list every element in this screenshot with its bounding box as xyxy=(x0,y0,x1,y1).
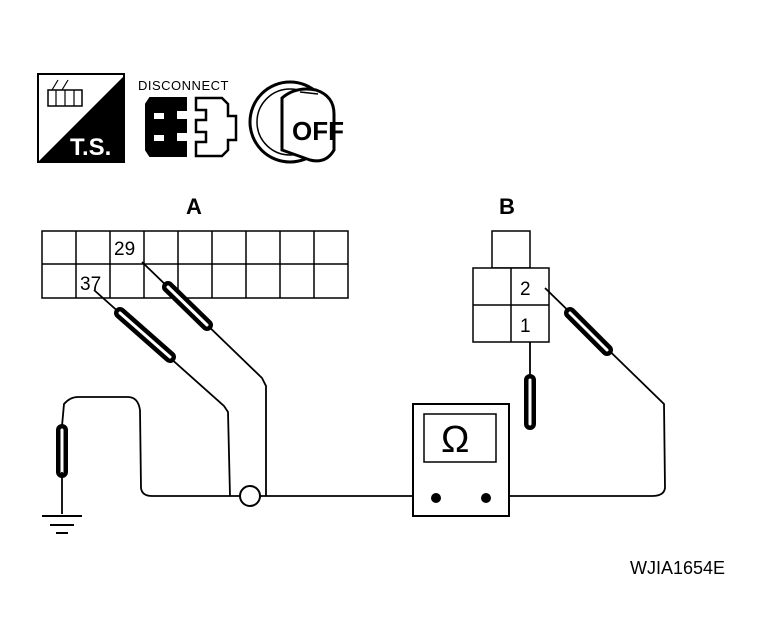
probe-pin-2 xyxy=(564,307,613,356)
figure-id: WJIA1654E xyxy=(630,558,725,578)
connector-a-label: A xyxy=(186,194,202,219)
ground-symbol-icon xyxy=(42,515,82,534)
connector-disconnect-icon: DISCONNECT xyxy=(138,78,238,158)
test-station-label: T.S. xyxy=(70,134,111,161)
connector-a-pin-29: 29 xyxy=(114,239,135,260)
ohmmeter-terminal-right xyxy=(481,493,491,503)
ohmmeter-icon: Ω xyxy=(412,403,510,517)
ignition-key-off-icon: OFF xyxy=(248,80,344,164)
disconnect-label: DISCONNECT xyxy=(138,78,229,93)
connector-b-label: B xyxy=(499,194,515,219)
connector-b-pin-2: 2 xyxy=(520,279,531,300)
connector-b-pin-1: 1 xyxy=(520,316,531,337)
connector-a-pin-37: 37 xyxy=(80,274,101,295)
splice-junction xyxy=(239,485,261,507)
probe-pin-29 xyxy=(162,281,213,331)
probe-pin-37 xyxy=(114,307,176,363)
ohmmeter-symbol: Ω xyxy=(441,419,469,461)
connector-b xyxy=(472,230,550,343)
ohmmeter-terminal-left xyxy=(431,493,441,503)
ignition-off-label: OFF xyxy=(292,116,344,146)
test-station-icon: T.S. xyxy=(37,73,125,163)
connector-a xyxy=(41,230,349,299)
